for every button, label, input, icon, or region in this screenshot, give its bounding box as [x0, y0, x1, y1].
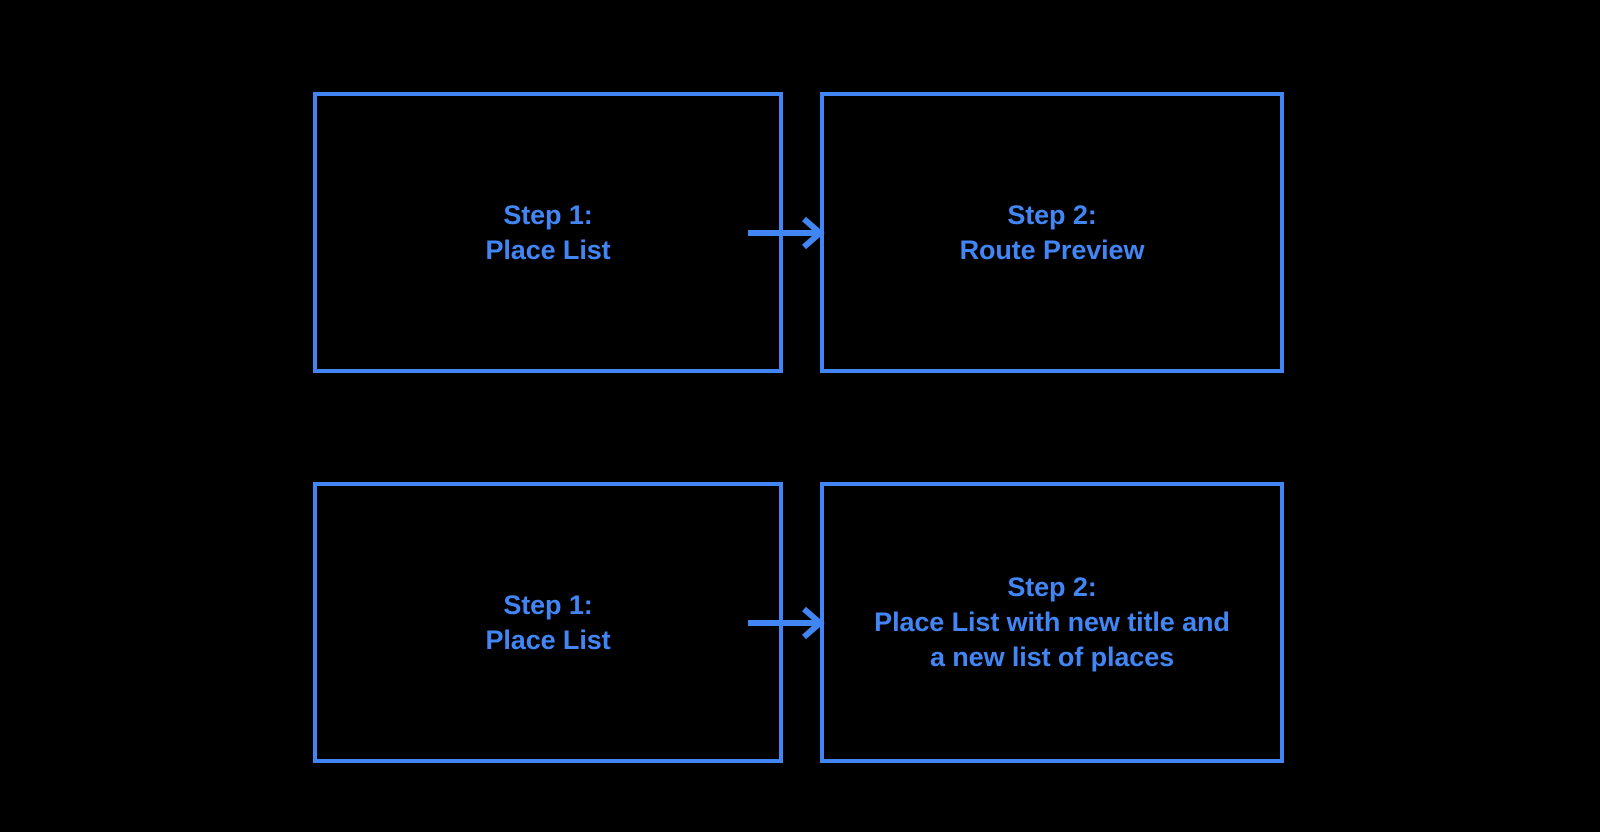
- step-label-top-step-2: Step 2: Route Preview: [959, 199, 1145, 265]
- step-box-top-step-1[interactable]: Step 1: Place List: [313, 92, 783, 373]
- step-box-bottom-step-1[interactable]: Step 1: Place List: [313, 482, 783, 763]
- step-box-bottom-step-2[interactable]: Step 2: Place List with new title and a …: [820, 482, 1284, 763]
- flow-row-top: Step 1: Place List Step 2: Route Preview: [0, 92, 1600, 374]
- step-label-top-step-1: Step 1: Place List: [485, 199, 611, 265]
- flow-row-bottom: Step 1: Place List Step 2: Place List wi…: [0, 482, 1600, 764]
- step-label-bottom-step-2: Step 2: Place List with new title and a …: [874, 572, 1230, 672]
- step-box-top-step-2[interactable]: Step 2: Route Preview: [820, 92, 1284, 373]
- step-label-bottom-step-1: Step 1: Place List: [485, 589, 611, 655]
